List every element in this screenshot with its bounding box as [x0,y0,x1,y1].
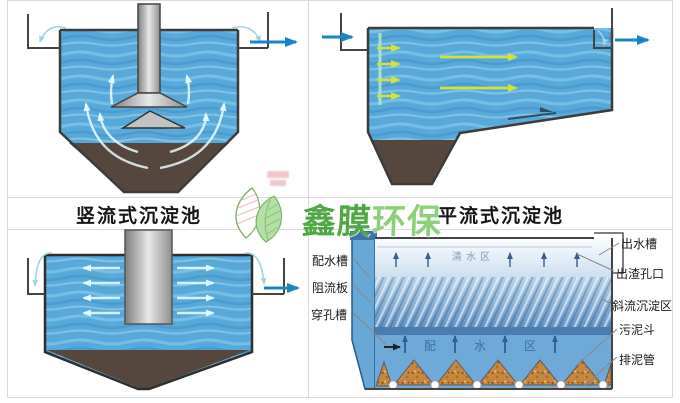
label-inclined-settling-zone: 斜流沉淀区 [612,299,673,313]
center-pipe [124,229,173,325]
label-baffle-plate: 阻流板 [312,281,349,295]
label-outlet-channel: 出水槽 [621,237,658,251]
zone-char: 配 [424,339,437,353]
faint-stamp [267,171,289,186]
plate-support-band [375,327,612,335]
sludge [371,140,456,183]
brand-text-dark: 鑫膜 [301,202,373,242]
label-perforated-channel: 穿孔槽 [311,308,348,322]
clear-water-zone [375,238,612,277]
label-scum-port: 出渣孔口 [616,267,665,281]
vertical-flow-tank-diagram [27,3,298,194]
flow-arrows [83,74,227,170]
weir-channel-left [27,258,45,295]
flow-arrows [440,53,518,92]
brand-watermark: 鑫膜环保 [222,186,482,244]
vertical-flow-tank2-diagram [27,229,300,391]
label-sludge-hopper: 污泥斗 [619,323,656,337]
caption-horizontal-flow: 平流式沉淀池 [438,206,565,227]
caption-vertical-flow: 竖流式沉淀池 [76,206,203,227]
brand-text-light: 环保 [371,202,443,242]
horizontal-flow-tank-diagram [322,8,650,186]
scraper [507,107,557,120]
upflow-arrows [402,335,558,353]
frame-grid [7,0,673,398]
zone-char: 水 [474,339,487,353]
label-distribution-channel: 配水槽 [312,254,349,268]
outlet-weir [593,8,613,49]
distribution-channel [351,233,376,390]
distribution-arrows [377,44,401,100]
label-clear-water-zone: 清水区 [452,252,494,263]
sludge [47,350,250,388]
tank-outline [365,232,624,390]
tank-outline [366,26,614,186]
radial-flow-arrows [82,264,215,317]
channel-cap [350,231,377,240]
center-pipe [110,3,188,129]
inclined-plates [375,277,612,327]
sludge-hoppers [375,359,612,387]
sludge [69,143,229,191]
overflow-arrows [32,252,267,287]
zone-char: 区 [524,339,537,353]
inlet-channel [340,13,368,51]
inclined-flow-tank-diagram [350,231,624,390]
label-sludge-drain-pipe: 排泥管 [619,353,656,367]
reflector-cone [120,110,186,129]
leader-lines [352,242,620,387]
brand-text: 鑫膜环保 [301,194,443,243]
overflow-arrows [39,26,261,43]
weir-channel-left [27,14,60,49]
clear-zone-arrows [393,252,580,267]
leaves-icon [235,187,283,243]
